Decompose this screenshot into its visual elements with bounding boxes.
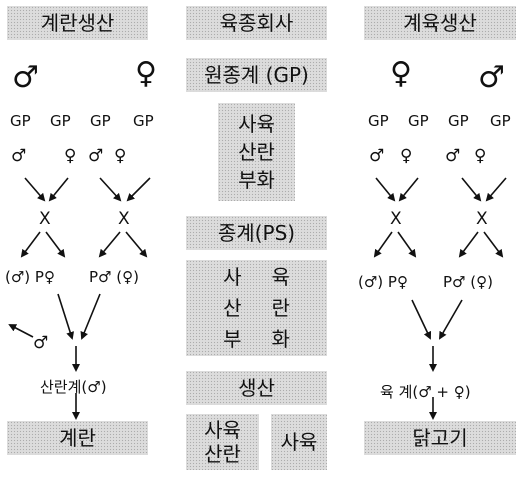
- sex-symbol: ♂: [445, 146, 461, 166]
- sex-symbol: ♂: [369, 146, 385, 166]
- arrow: [80, 293, 101, 340]
- egg-production-title: 계란생산: [7, 6, 148, 40]
- task-char: 산: [223, 295, 242, 320]
- arrow: [373, 231, 393, 258]
- task-char: 부: [223, 326, 242, 351]
- male-symbol: ♂: [12, 60, 39, 95]
- layer-production-box: 사육 산란: [186, 414, 259, 470]
- arrow: [125, 231, 148, 258]
- broiler-label: 육 계(♂ + ♀): [380, 383, 471, 401]
- meat-production-title: 계육생산: [364, 6, 516, 40]
- sex-symbol: ♀: [400, 146, 413, 166]
- parent-stock-task-grid: 사 육 산 란 부 화: [223, 265, 290, 352]
- task-label: 사육: [204, 418, 241, 442]
- broiler-production-box: 사육: [271, 414, 327, 470]
- gp-label: GP: [408, 112, 429, 130]
- task-char: 사: [223, 264, 242, 289]
- parent-stock-tasks-box: 사 육 산 란 부 화: [186, 260, 327, 356]
- arrow: [45, 231, 66, 258]
- arrow: [99, 177, 122, 202]
- layer-hen-label: 산란계(♂): [40, 378, 107, 396]
- sex-symbol: ♀: [114, 146, 127, 166]
- male-symbol: ♂: [478, 60, 505, 95]
- female-symbol: ♀: [135, 56, 157, 91]
- arrow: [485, 177, 507, 202]
- arrow: [458, 231, 479, 258]
- production-title: 생산: [186, 371, 327, 405]
- gp-label: GP: [50, 112, 71, 130]
- arrow: [8, 324, 34, 338]
- chicken-meat-product-box: 닭고기: [364, 421, 516, 455]
- parent-stock-label: P♂ (♀): [89, 268, 139, 286]
- sex-symbol: ♀: [474, 146, 487, 166]
- cross-symbol: X: [118, 209, 130, 229]
- arrow: [461, 177, 482, 202]
- arrow: [398, 177, 419, 202]
- arrow: [48, 177, 69, 202]
- sex-symbol: ♂: [88, 146, 104, 166]
- parent-stock-title: 종계(PS): [186, 216, 327, 250]
- sex-symbol: ♂: [11, 146, 27, 166]
- gp-label: GP: [490, 112, 511, 130]
- arrow: [397, 231, 417, 258]
- sex-symbol: ♀: [64, 146, 77, 166]
- gp-label: GP: [368, 112, 389, 130]
- discarded-male-symbol: ♂: [33, 333, 49, 353]
- cross-symbol: X: [390, 209, 402, 229]
- task-label: 산란: [204, 442, 241, 466]
- arrow: [57, 293, 74, 340]
- parent-stock-label: (♂) P♀: [5, 268, 55, 286]
- arrow: [126, 177, 151, 202]
- grandparent-stock-title: 원종계 (GP): [186, 58, 327, 92]
- cross-symbol: X: [476, 209, 488, 229]
- breeding-company-title: 육종회사: [186, 6, 327, 40]
- gp-label: GP: [10, 112, 31, 130]
- gp-label: GP: [448, 112, 469, 130]
- arrow: [375, 177, 396, 202]
- egg-product-box: 계란: [7, 421, 148, 455]
- parent-stock-label: (♂) P♀: [358, 273, 408, 291]
- parent-stock-label: P♂ (♀): [443, 273, 493, 291]
- female-symbol: ♀: [390, 56, 412, 91]
- arrow: [411, 299, 432, 340]
- task-label: 사육: [238, 112, 275, 136]
- gp-label: GP: [90, 112, 111, 130]
- arrow: [24, 177, 46, 202]
- task-char: 육: [271, 264, 290, 289]
- arrow: [20, 231, 41, 258]
- arrow: [438, 299, 463, 340]
- task-char: 화: [271, 326, 290, 351]
- task-label: 산란: [238, 140, 275, 164]
- task-label: 부화: [238, 168, 275, 192]
- cross-symbol: X: [39, 209, 51, 229]
- grandparent-tasks-box: 사육 산란 부화: [218, 103, 295, 201]
- gp-label: GP: [133, 112, 154, 130]
- arrow: [98, 231, 121, 258]
- task-char: 란: [271, 295, 290, 320]
- arrow: [483, 231, 504, 258]
